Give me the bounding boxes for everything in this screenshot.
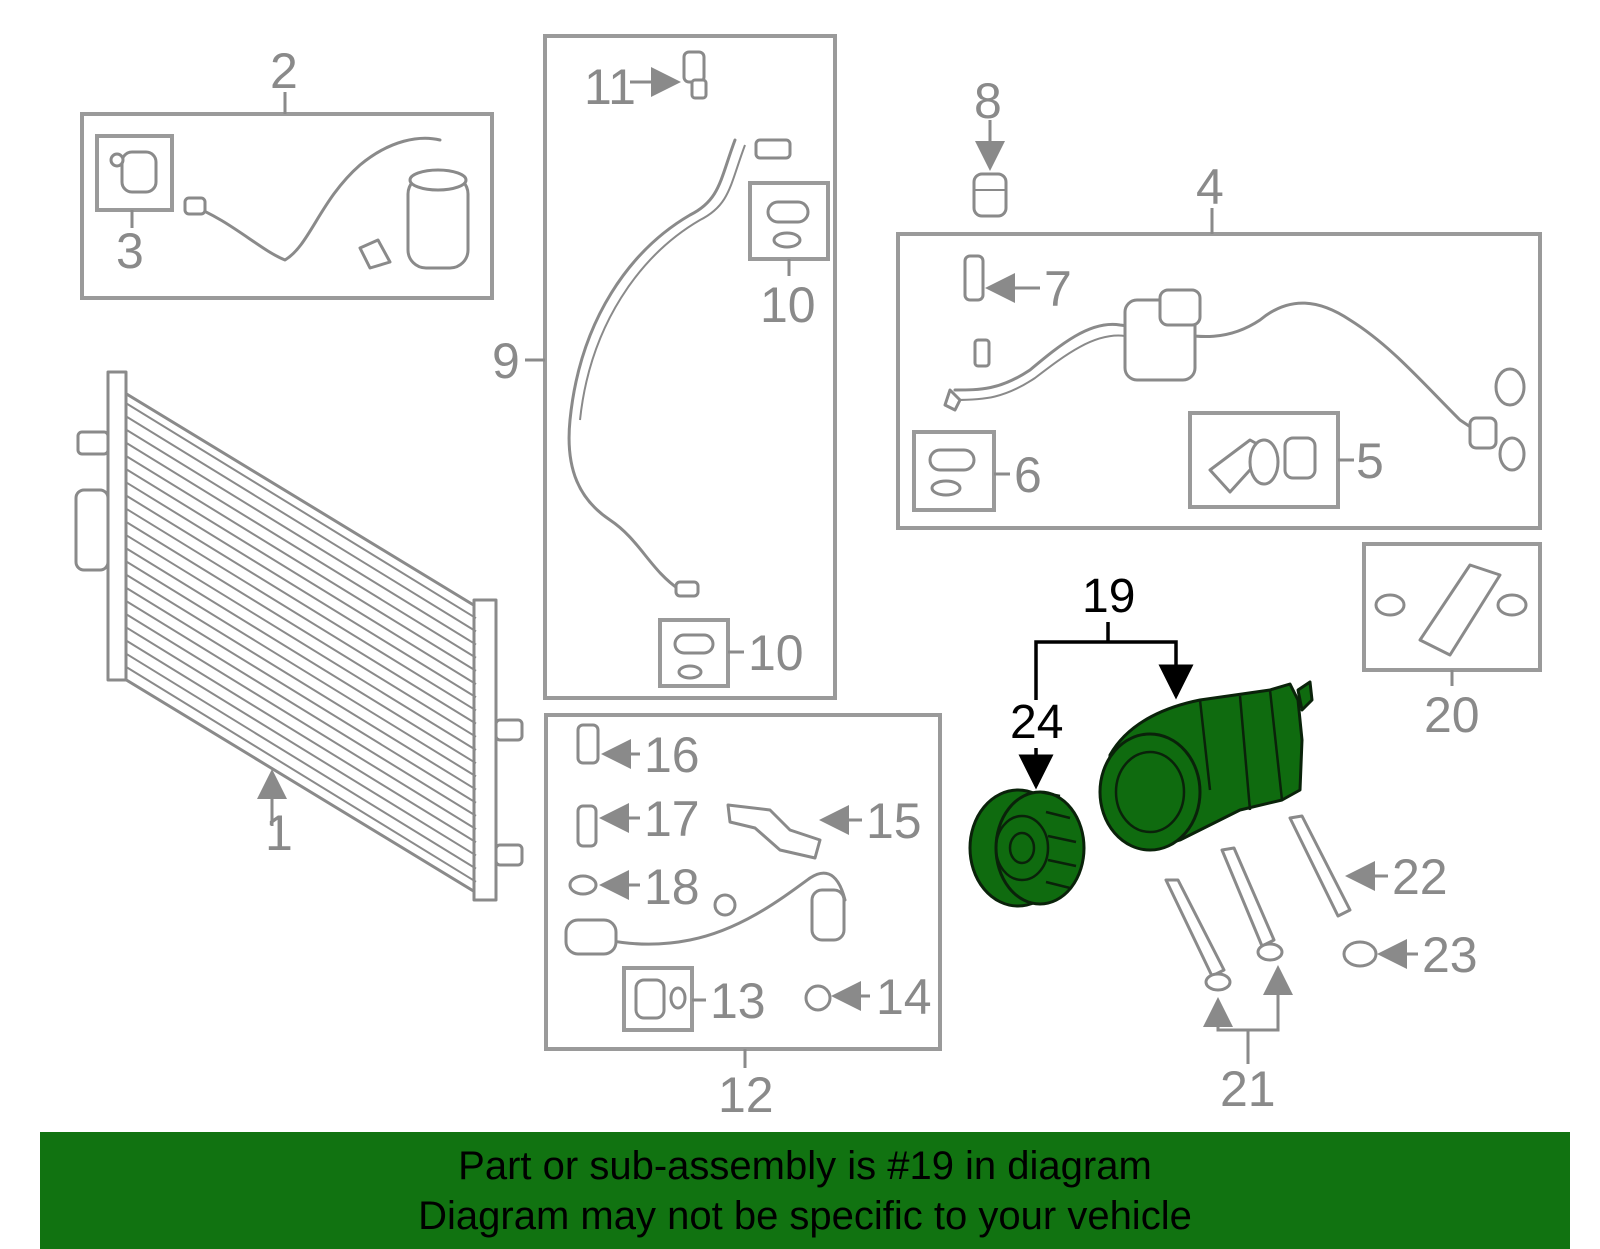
suction-hose-part — [953, 301, 1492, 442]
bracket-15-part — [726, 803, 822, 860]
condenser-tube-line — [125, 560, 477, 778]
callout-6: 6 — [1014, 447, 1042, 503]
condenser-tube-line — [125, 586, 477, 804]
callout-10-bottom: 10 — [748, 625, 804, 681]
condenser-part — [74, 370, 524, 902]
callout-18: 18 — [644, 859, 700, 915]
banner-line-2: Diagram may not be specific to your vehi… — [418, 1193, 1192, 1238]
callout-9: 9 — [492, 333, 520, 389]
callout-24: 24 — [1010, 696, 1063, 749]
condenser-tube-line — [125, 481, 477, 699]
fasteners-group — [1164, 814, 1418, 1064]
compressor-assembly-highlight[interactable] — [968, 622, 1314, 908]
banner-line-1: Part or sub-assembly is #19 in diagram — [458, 1143, 1152, 1188]
callout-23: 23 — [1422, 927, 1478, 983]
callout-10-top: 10 — [760, 277, 816, 333]
condenser-fins — [125, 402, 477, 883]
group-2-drier-assembly — [80, 92, 494, 300]
callout-20: 20 — [1424, 687, 1480, 743]
group-9-discharge-line — [525, 34, 837, 700]
condenser-tube-line — [125, 626, 477, 844]
condenser-tube-line — [125, 415, 477, 633]
condenser-tube-line — [125, 455, 477, 672]
condenser-tube-line — [125, 468, 477, 685]
callout-15: 15 — [866, 793, 922, 849]
discharge-hose-part — [567, 138, 737, 592]
info-banner: Part or sub-assembly is #19 in diagram D… — [40, 1132, 1570, 1249]
condenser-tube-line — [125, 639, 477, 857]
callout-13: 13 — [710, 973, 766, 1029]
callout-labels: 1 2 3 4 5 6 7 8 9 10 10 11 12 13 14 15 1… — [116, 43, 1480, 1123]
sensor-17-part — [576, 804, 598, 848]
group-4-suction-line — [896, 120, 1542, 530]
nut-23-part — [1342, 940, 1378, 968]
liquid-line-part — [188, 136, 442, 262]
callout-17: 17 — [644, 791, 700, 847]
callout-4: 4 — [1196, 159, 1224, 215]
callout-11: 11 — [584, 59, 636, 115]
group-12-suction-hose — [544, 713, 942, 1068]
callout-8: 8 — [974, 73, 1002, 129]
condenser-tube-line — [125, 665, 477, 883]
condenser-tube-line — [125, 520, 477, 738]
callout-16: 16 — [644, 727, 700, 783]
condenser-tube-line — [125, 613, 477, 830]
callout-22: 22 — [1392, 849, 1448, 905]
callout-5: 5 — [1356, 433, 1384, 489]
bolt-21a-part — [1164, 878, 1226, 978]
condenser-tube-line — [125, 441, 477, 659]
condenser-tube-line — [125, 652, 477, 870]
o-ring-18-part — [568, 874, 598, 896]
condenser-tube-line — [125, 534, 477, 751]
callout-2: 2 — [270, 43, 298, 99]
condenser-tube-line — [125, 600, 477, 817]
stud-22-part — [1288, 814, 1352, 918]
callout-3: 3 — [116, 223, 144, 279]
condenser-tube-line — [125, 428, 477, 646]
condenser-tube-line — [125, 573, 477, 791]
pressure-switch-part — [682, 50, 706, 84]
bolt-21b-part — [1220, 846, 1276, 948]
callout-21: 21 — [1220, 1061, 1276, 1117]
callout-12: 12 — [718, 1067, 774, 1123]
charge-valve-part — [963, 254, 985, 302]
cap-part — [972, 172, 1008, 218]
condenser-tube-line — [125, 507, 477, 725]
group-20-manifold — [1362, 542, 1542, 686]
callout-14: 14 — [876, 969, 932, 1025]
pressure-switch-16-part — [576, 723, 600, 765]
condenser-tube-line — [125, 402, 477, 620]
callout-7: 7 — [1044, 261, 1072, 317]
callout-1: 1 — [265, 805, 293, 861]
condenser-tube-line — [125, 494, 477, 712]
condenser-tube-line — [125, 547, 477, 765]
gasket-part — [120, 150, 158, 194]
o-ring-14-part — [804, 984, 832, 1012]
callout-19: 19 — [1082, 570, 1135, 623]
